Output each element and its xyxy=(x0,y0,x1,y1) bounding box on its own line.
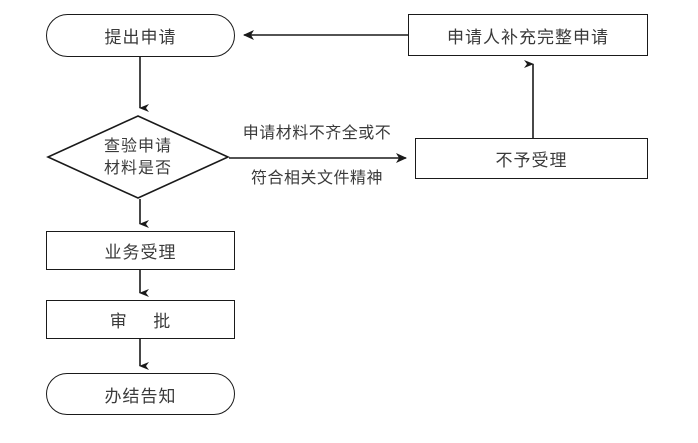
node-business-acceptance-label: 业务受理 xyxy=(104,243,177,263)
node-business-acceptance[interactable]: 业务受理 xyxy=(46,231,235,270)
edge-label-reject-condition: 申请材料不齐全或不 符合相关文件精神 xyxy=(222,100,412,212)
diamond-shape xyxy=(46,115,230,199)
node-check-materials[interactable]: 查验申请 材料是否 xyxy=(46,115,230,199)
node-completion-notice[interactable]: 办结告知 xyxy=(46,373,235,415)
node-submit-application-label: 提出申请 xyxy=(104,28,177,48)
node-applicant-supplement[interactable]: 申请人补充完整申请 xyxy=(408,14,648,56)
edge-label-reject-condition-line1: 申请材料不齐全或不 xyxy=(242,123,392,143)
node-approval-label: 审 批 xyxy=(109,312,172,332)
node-applicant-supplement-label: 申请人补充完整申请 xyxy=(447,27,609,48)
node-not-accepted[interactable]: 不予受理 xyxy=(415,138,648,179)
node-completion-notice-label: 办结告知 xyxy=(104,386,177,407)
node-not-accepted-label: 不予受理 xyxy=(495,151,568,171)
edge-label-reject-condition-line2: 符合相关文件精神 xyxy=(250,168,383,188)
node-submit-application[interactable]: 提出申请 xyxy=(46,14,235,57)
node-approval[interactable]: 审 批 xyxy=(46,300,235,339)
